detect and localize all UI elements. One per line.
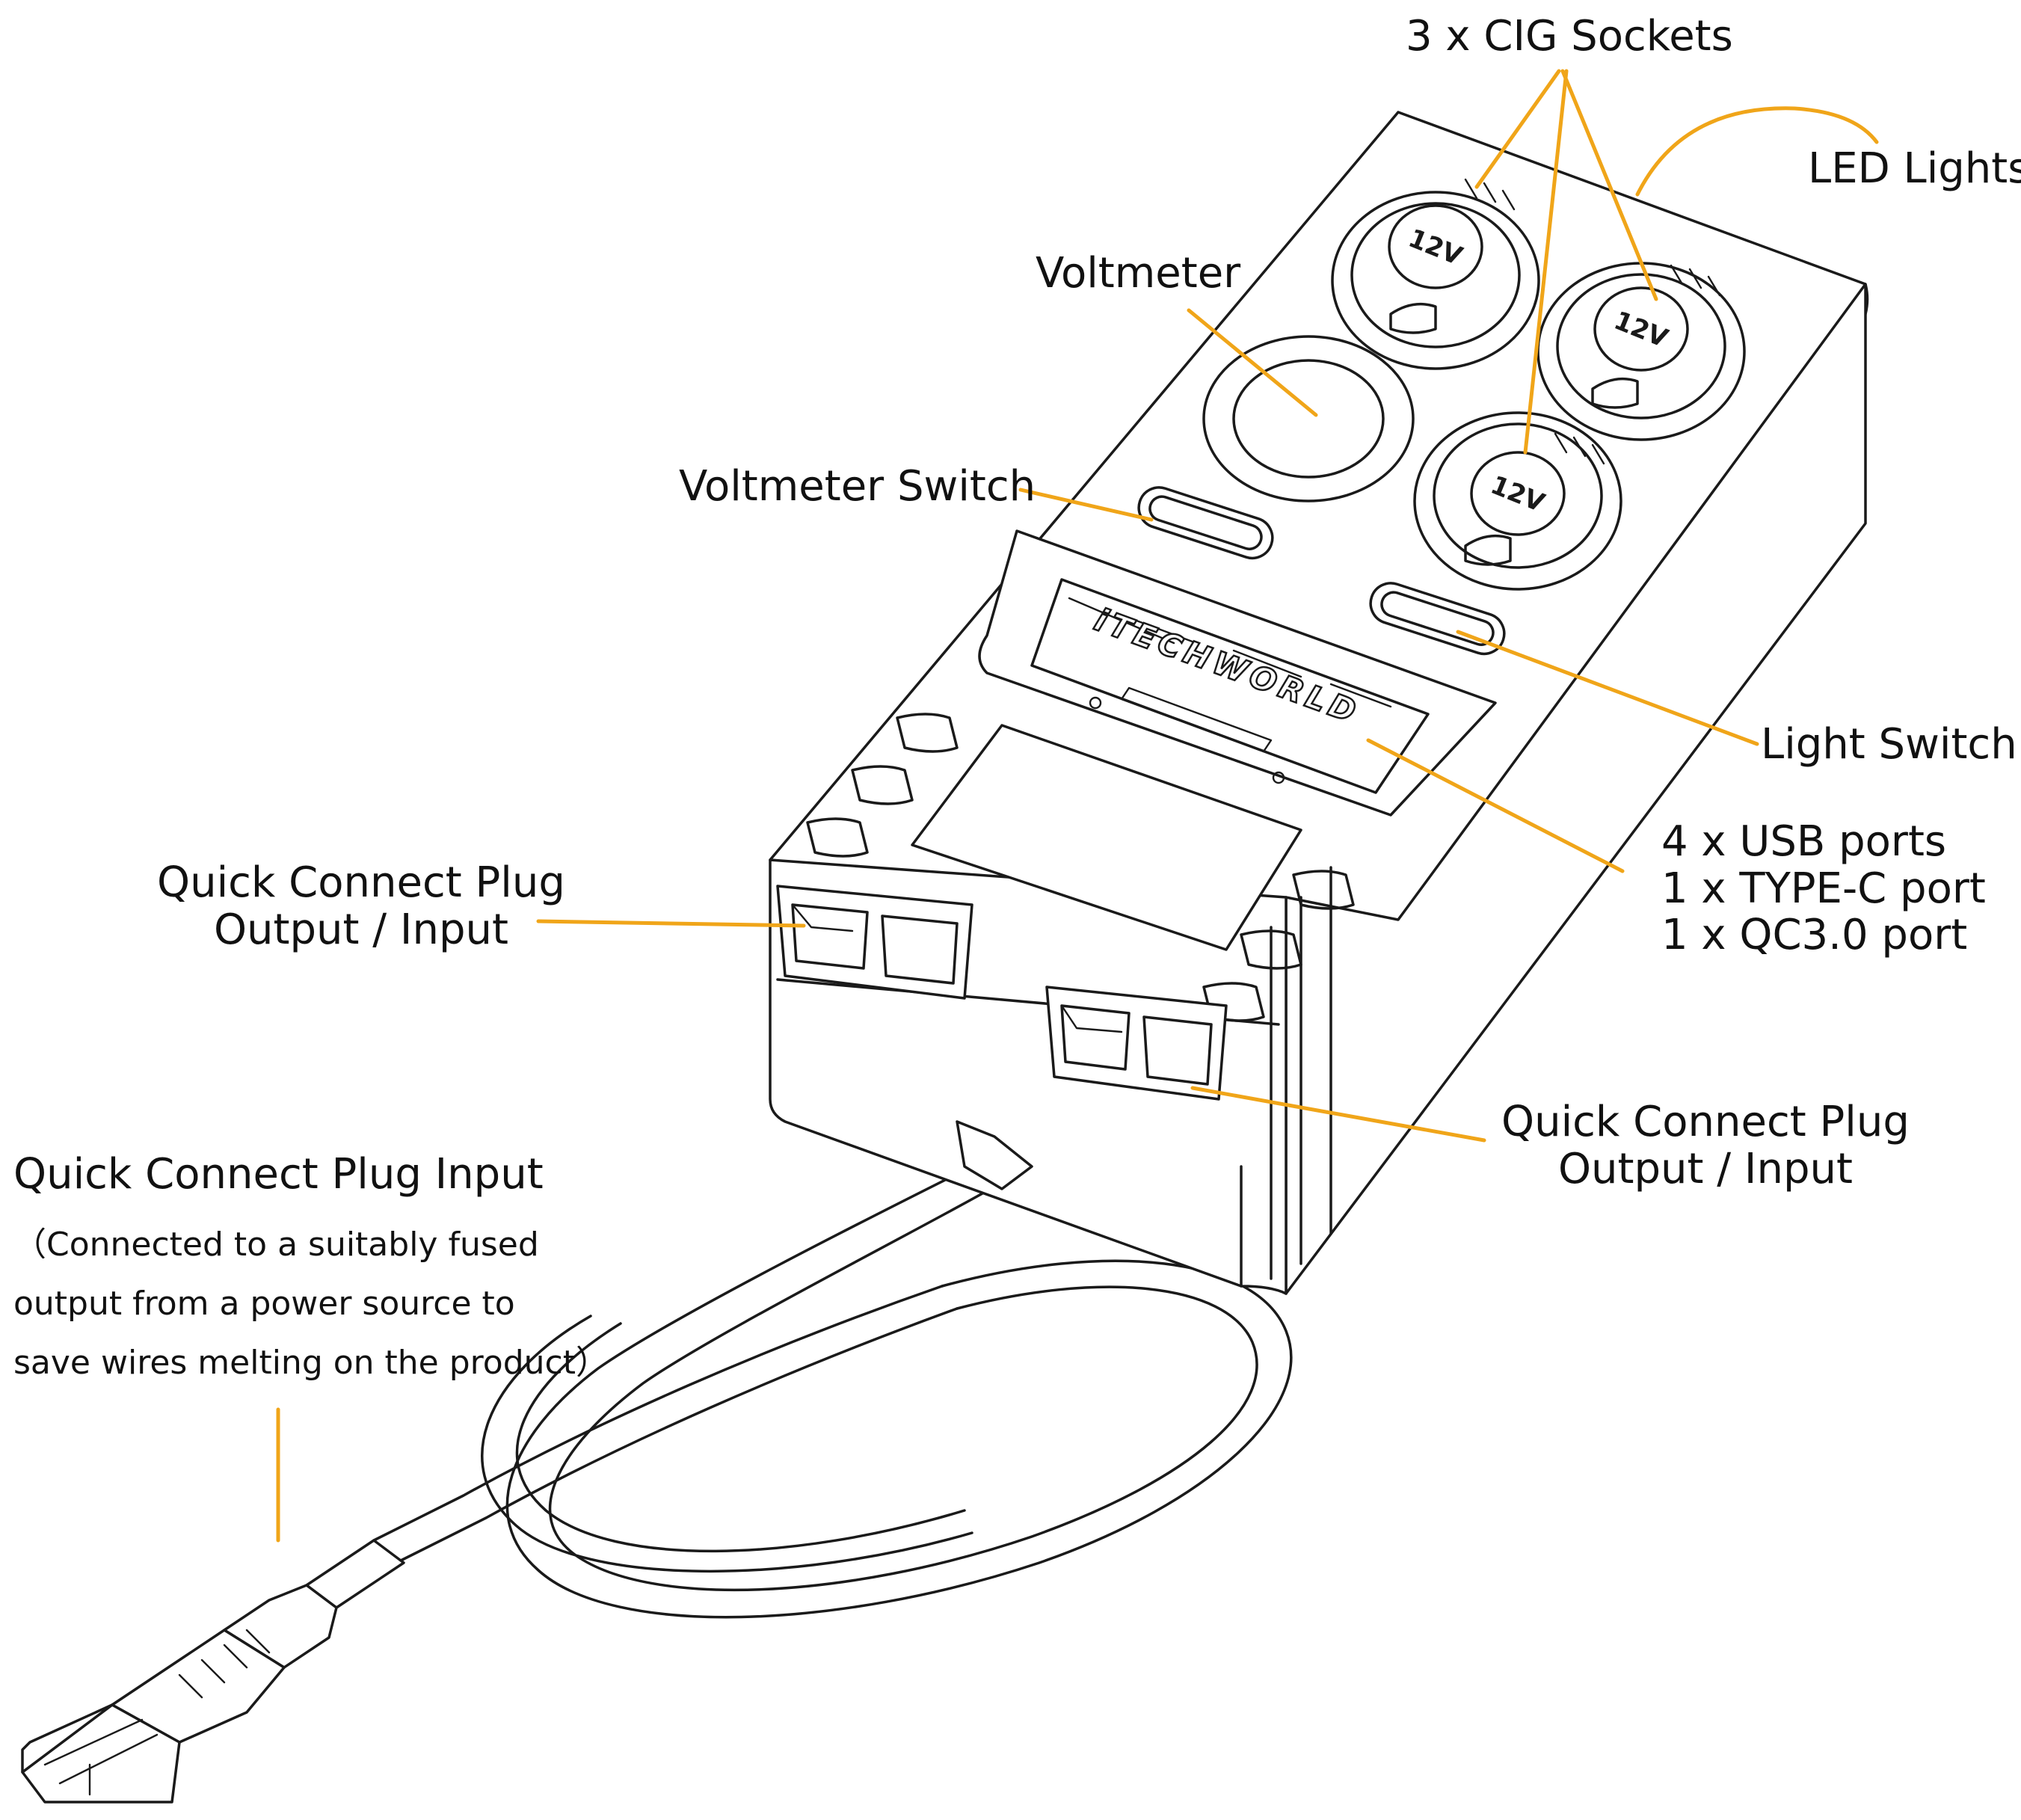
callout-light-switch [1456,630,1759,746]
callout-voltmeter [1187,308,1318,417]
quick-connect-plug-input [21,1539,405,1804]
front-connector-left [776,885,973,1000]
front-connector-right [1045,986,1228,1101]
label-voltmeter-switch: Voltmeter Switch [679,462,1036,511]
label-qc-right: Quick Connect Plug Output / Input [1501,1098,1910,1193]
label-usb-ports: 4 x USB ports 1 x TYPE-C port 1 x QC3.0 … [1661,817,1986,960]
callout-qc-left [536,919,806,928]
cable-coil [372,1165,1293,1619]
voltmeter-switch [1137,486,1274,560]
label-qc-note-line-1: （Connected to a suitably fused [13,1226,539,1264]
callout-lines [276,69,1879,1543]
callout-cig-3 [1523,69,1569,455]
label-qc-left-line-1: Quick Connect Plug [157,858,565,907]
cig-socket-2: 12V [1536,262,1746,441]
label-qc-left-line-2: Output / Input [213,905,508,954]
label-qc-note-line-3: save wires melting on the product） [13,1344,609,1383]
cig-socket-3: 12V [1413,411,1622,591]
callout-led [1635,106,1879,197]
label-led-lights: LED Lights [1808,144,2021,193]
callout-usb [1366,738,1625,873]
label-qc-right-line-2: Output / Input [1557,1144,1853,1193]
label-usb-line-1: 4 x USB ports [1661,817,1947,866]
cig-socket-1: 12V [1331,178,1540,370]
label-cig-sockets: 3 x CIG Sockets [1406,12,1733,61]
label-qc-left: Quick Connect Plug Output / Input [157,858,565,954]
callout-cig-2 [1560,69,1658,301]
label-qc-input-note: （Connected to a suitably fused output fr… [13,1215,609,1393]
label-voltmeter: Voltmeter [1036,249,1241,298]
label-usb-line-3: 1 x QC3.0 port [1661,911,1968,960]
label-qc-input-title: Quick Connect Plug Input [13,1150,544,1199]
callout-cig-1 [1474,69,1561,189]
callout-voltmeter-switch [1018,488,1154,522]
label-qc-note-line-2: output from a power source to [13,1285,515,1324]
label-qc-right-line-1: Quick Connect Plug [1501,1098,1910,1146]
label-usb-line-2: 1 x TYPE-C port [1661,864,1986,913]
callout-qc-right [1190,1086,1486,1143]
voltmeter [1202,335,1415,502]
label-light-switch: Light Switch [1761,720,2017,769]
